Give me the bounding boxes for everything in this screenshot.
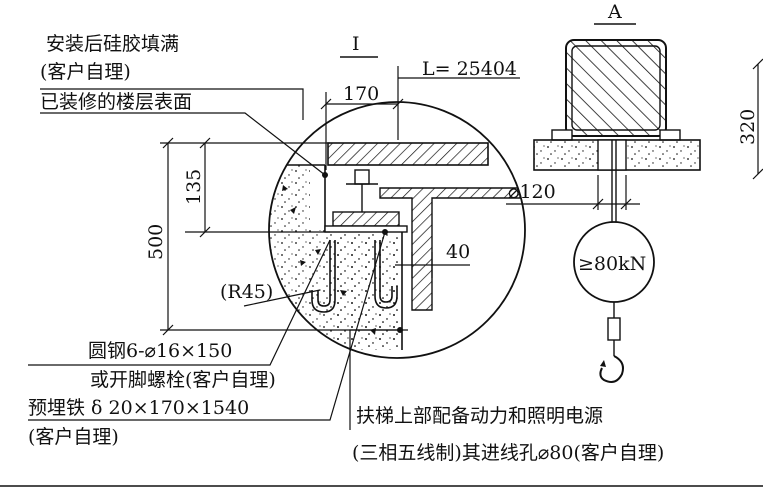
detail-circle-group: I bbox=[268, 33, 526, 359]
note-fill-line2: (客户自理) bbox=[40, 61, 131, 83]
dim-170: 170 bbox=[343, 83, 379, 105]
detail-circle bbox=[268, 101, 526, 359]
note-fill-line1: 安装后硅胶填满 bbox=[46, 33, 179, 55]
note-floor-surface: 已装修的楼层表面 bbox=[40, 91, 192, 113]
view-a-group: A ⌀120 ≥80kN 320 bbox=[506, 1, 763, 383]
dim-500: 500 bbox=[145, 224, 167, 260]
dim-hole-diameter: ⌀120 bbox=[508, 181, 556, 203]
dim-320: 320 bbox=[737, 109, 759, 145]
note-plate-line1: 预埋铁 δ 20×170×1540 bbox=[28, 397, 249, 419]
dim-135: 135 bbox=[183, 169, 205, 205]
concrete-body bbox=[269, 142, 521, 350]
dim-40: 40 bbox=[446, 241, 470, 263]
note-plate-line2: (客户自理) bbox=[28, 426, 119, 448]
leader-lines bbox=[28, 88, 400, 430]
dim-length: L= 25404 bbox=[422, 58, 517, 80]
note-rebar-line1: 圆钢6-⌀16×150 bbox=[88, 340, 232, 362]
dim-radius: (R45) bbox=[220, 281, 273, 303]
note-rebar-line2: 或开脚螺栓(客户自理) bbox=[90, 369, 276, 391]
dimensions-left bbox=[160, 66, 520, 336]
view-mark: A bbox=[607, 1, 622, 23]
load-rating: ≥80kN bbox=[578, 253, 646, 275]
note-power-line1: 扶梯上部配备动力和照明电源 bbox=[356, 405, 603, 427]
note-power-line2: (三相五线制)其进线孔⌀80(客户自理) bbox=[352, 442, 664, 464]
section-mark: I bbox=[352, 33, 360, 55]
